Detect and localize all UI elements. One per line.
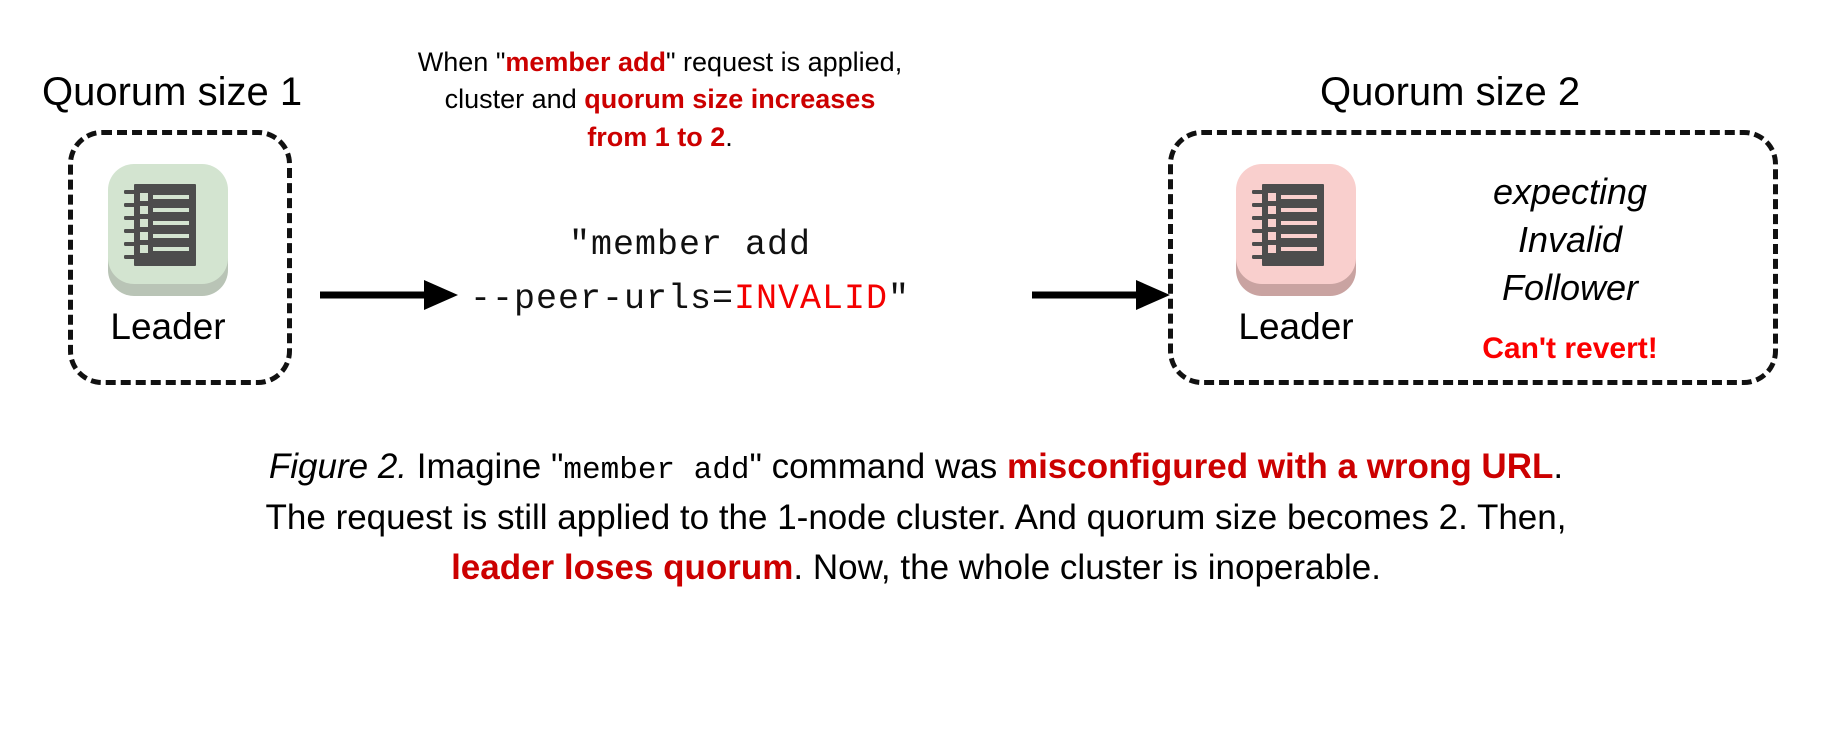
status-line-3: Follower xyxy=(1501,266,1639,308)
right-leader-label: Leader xyxy=(1238,306,1354,347)
caption-line-2: The request is still applied to the 1-no… xyxy=(265,498,1567,538)
top-note-line2-a: cluster and xyxy=(444,84,585,115)
caption-line-3: leader loses quorum. Now, the whole clus… xyxy=(0,543,1832,593)
top-note-line3-b: . xyxy=(725,121,733,152)
left-leader-icon-wrap xyxy=(104,162,232,302)
right-arrow-icon xyxy=(1032,280,1170,310)
figure-caption: Figure 2. Imagine "member add" command w… xyxy=(0,442,1832,592)
caption-l1-mono: member add xyxy=(563,453,750,488)
left-leader-node[interactable]: Leader xyxy=(104,162,232,345)
left-cluster-box xyxy=(68,130,292,385)
caption-l1-emphasis: misconfigured with a wrong URL xyxy=(1006,447,1554,486)
right-cluster-box xyxy=(1168,130,1778,385)
caption-l1-b: " command was xyxy=(749,447,1007,486)
left-arrow-icon xyxy=(320,280,458,310)
status-line-2: Invalid xyxy=(1517,218,1623,260)
right-leader-node[interactable]: Leader xyxy=(1232,162,1360,345)
caption-line-1: Figure 2. Imagine "member add" command w… xyxy=(0,442,1832,493)
caption-l1-a: Imagine " xyxy=(407,447,564,486)
right-cluster-status: expecting Invalid Follower xyxy=(1420,168,1720,312)
caption-l3-emphasis: leader loses quorum xyxy=(451,547,794,587)
top-annotation: When "member add" request is applied, cl… xyxy=(360,44,960,156)
command-flag: --peer-urls= xyxy=(469,279,734,320)
cannot-revert-alert: Can't revert! xyxy=(1482,332,1658,365)
command-line-2: --peer-urls=INVALID" xyxy=(460,272,920,326)
top-note-line3-emphasis: from 1 to 2 xyxy=(587,121,726,152)
command-invalid-value: INVALID xyxy=(734,279,889,320)
top-note-line2-emphasis: quorum size increases xyxy=(584,84,876,115)
right-leader-icon-wrap xyxy=(1232,162,1360,302)
command-closing-quote: " xyxy=(888,279,911,320)
caption-l3-b: . Now, the whole cluster is inoperable. xyxy=(793,547,1381,587)
status-line-1: expecting xyxy=(1492,171,1648,212)
top-note-line1-a: When " xyxy=(417,47,506,77)
ledger-server-icon xyxy=(1252,184,1324,266)
figure-label: Figure 2. xyxy=(268,447,408,486)
command-text: "member add --peer-urls=INVALID" xyxy=(460,218,920,327)
command-line-1: "member add xyxy=(568,225,812,265)
ledger-server-icon xyxy=(124,184,196,266)
top-note-line1-emphasis: member add xyxy=(505,47,666,77)
left-leader-label: Leader xyxy=(110,306,226,347)
right-cluster-title: Quorum size 2 xyxy=(1320,70,1581,114)
left-cluster-title: Quorum size 1 xyxy=(42,70,303,114)
caption-l1-c: . xyxy=(1553,447,1564,486)
top-note-line1-b: " request is applied, xyxy=(665,47,903,77)
